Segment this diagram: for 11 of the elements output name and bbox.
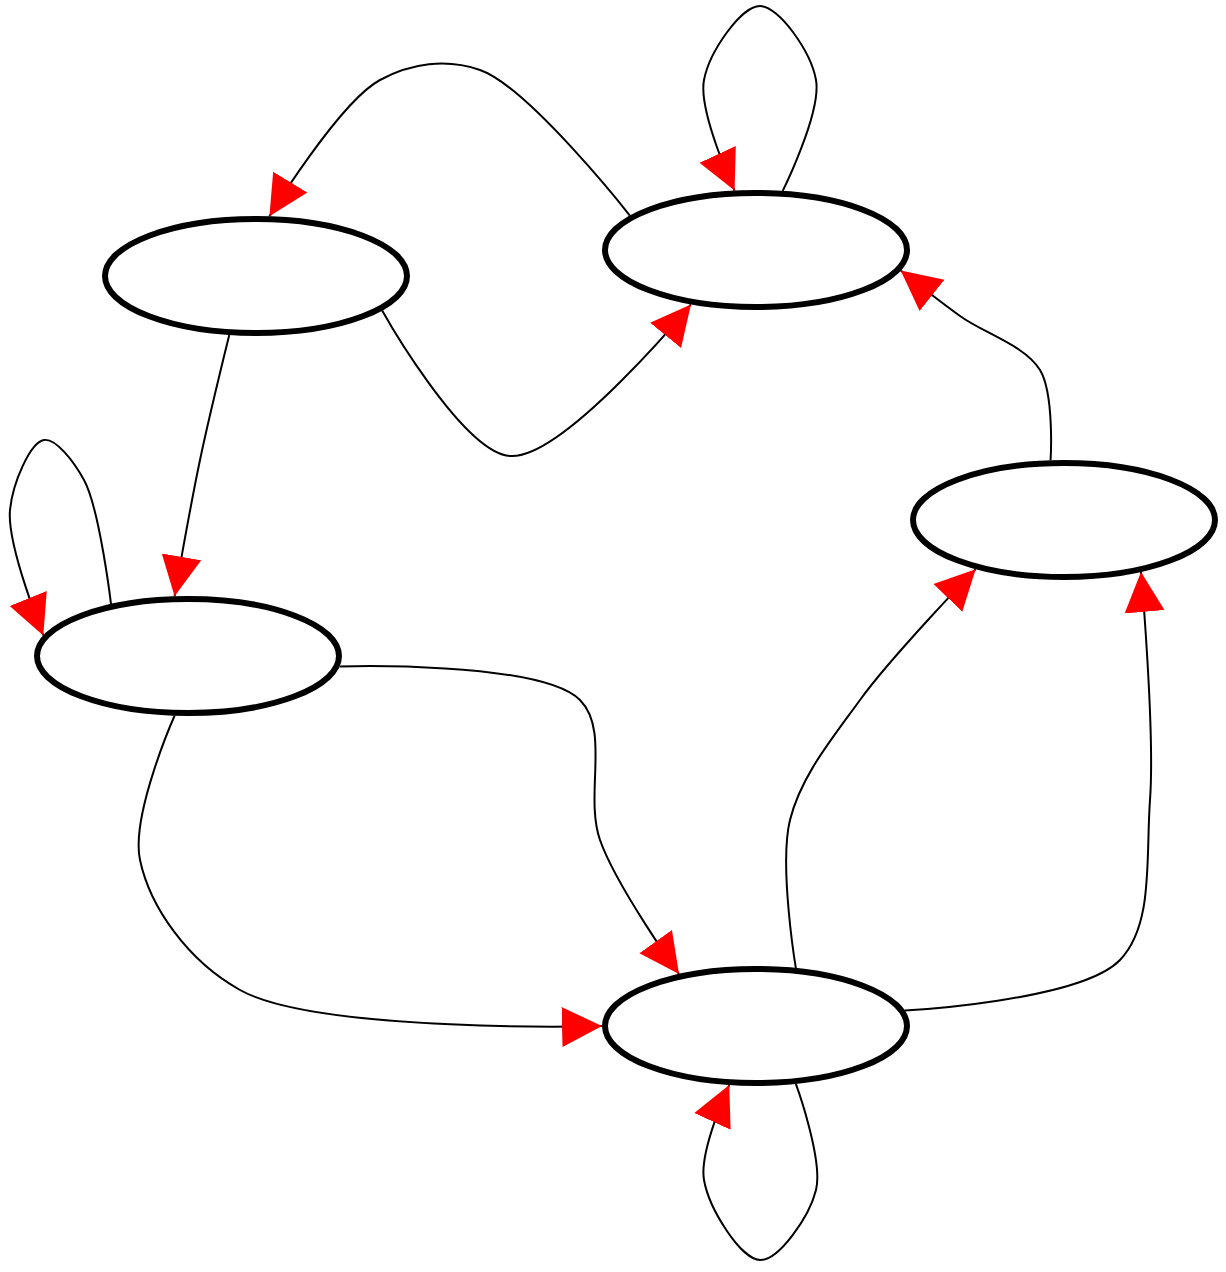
arrow — [785, 568, 977, 970]
arrow — [338, 665, 680, 976]
arrow — [694, 1082, 819, 1261]
arrow — [899, 269, 1053, 462]
arrow — [699, 5, 818, 192]
arrow — [161, 334, 231, 598]
arrow — [381, 303, 692, 457]
arrow — [903, 570, 1165, 1012]
arrow — [8, 439, 112, 637]
arrow — [268, 62, 631, 218]
arrow — [137, 714, 603, 1047]
